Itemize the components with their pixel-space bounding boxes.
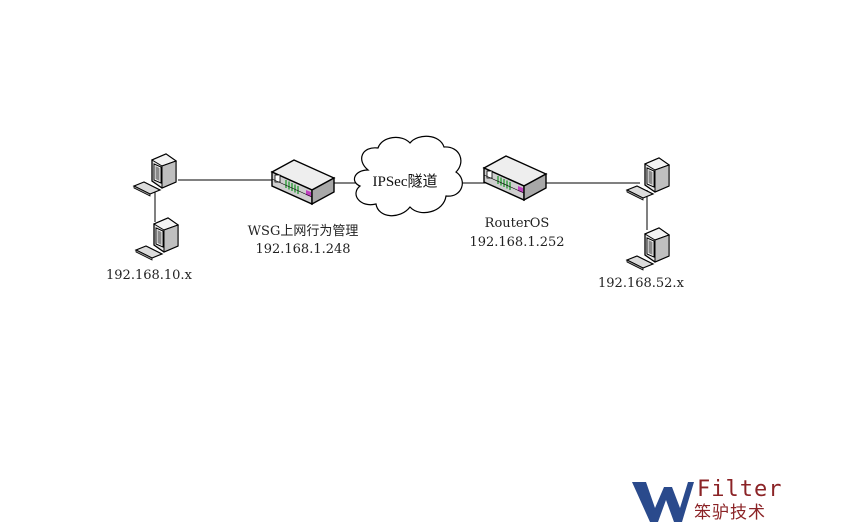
routeros-router-icon (483, 155, 547, 201)
routeros-name: RouterOS (484, 216, 550, 231)
left-pc-2-icon (135, 217, 179, 261)
wsg-router-icon (271, 159, 335, 205)
logo-text-filter: Filter (697, 477, 783, 502)
logo-text-chinese: 笨驴技术 (694, 503, 766, 523)
ipsec-tunnel-label: IPSec隧道 (372, 174, 438, 190)
right-pc-1-icon (626, 157, 670, 201)
right-pc-2-icon (626, 227, 670, 271)
left-network-label: 192.168.10.x (106, 268, 192, 283)
routeros-ip: 192.168.1.252 (469, 235, 565, 250)
wsg-router-name: WSG上网行为管理 (247, 224, 359, 239)
right-network-label: 192.168.52.x (598, 276, 684, 291)
ipsec-cloud-icon (353, 135, 463, 217)
filter-logo-w-icon (632, 482, 694, 522)
left-pc-1-icon (133, 153, 177, 197)
wsg-router-ip: 192.168.1.248 (255, 242, 351, 257)
